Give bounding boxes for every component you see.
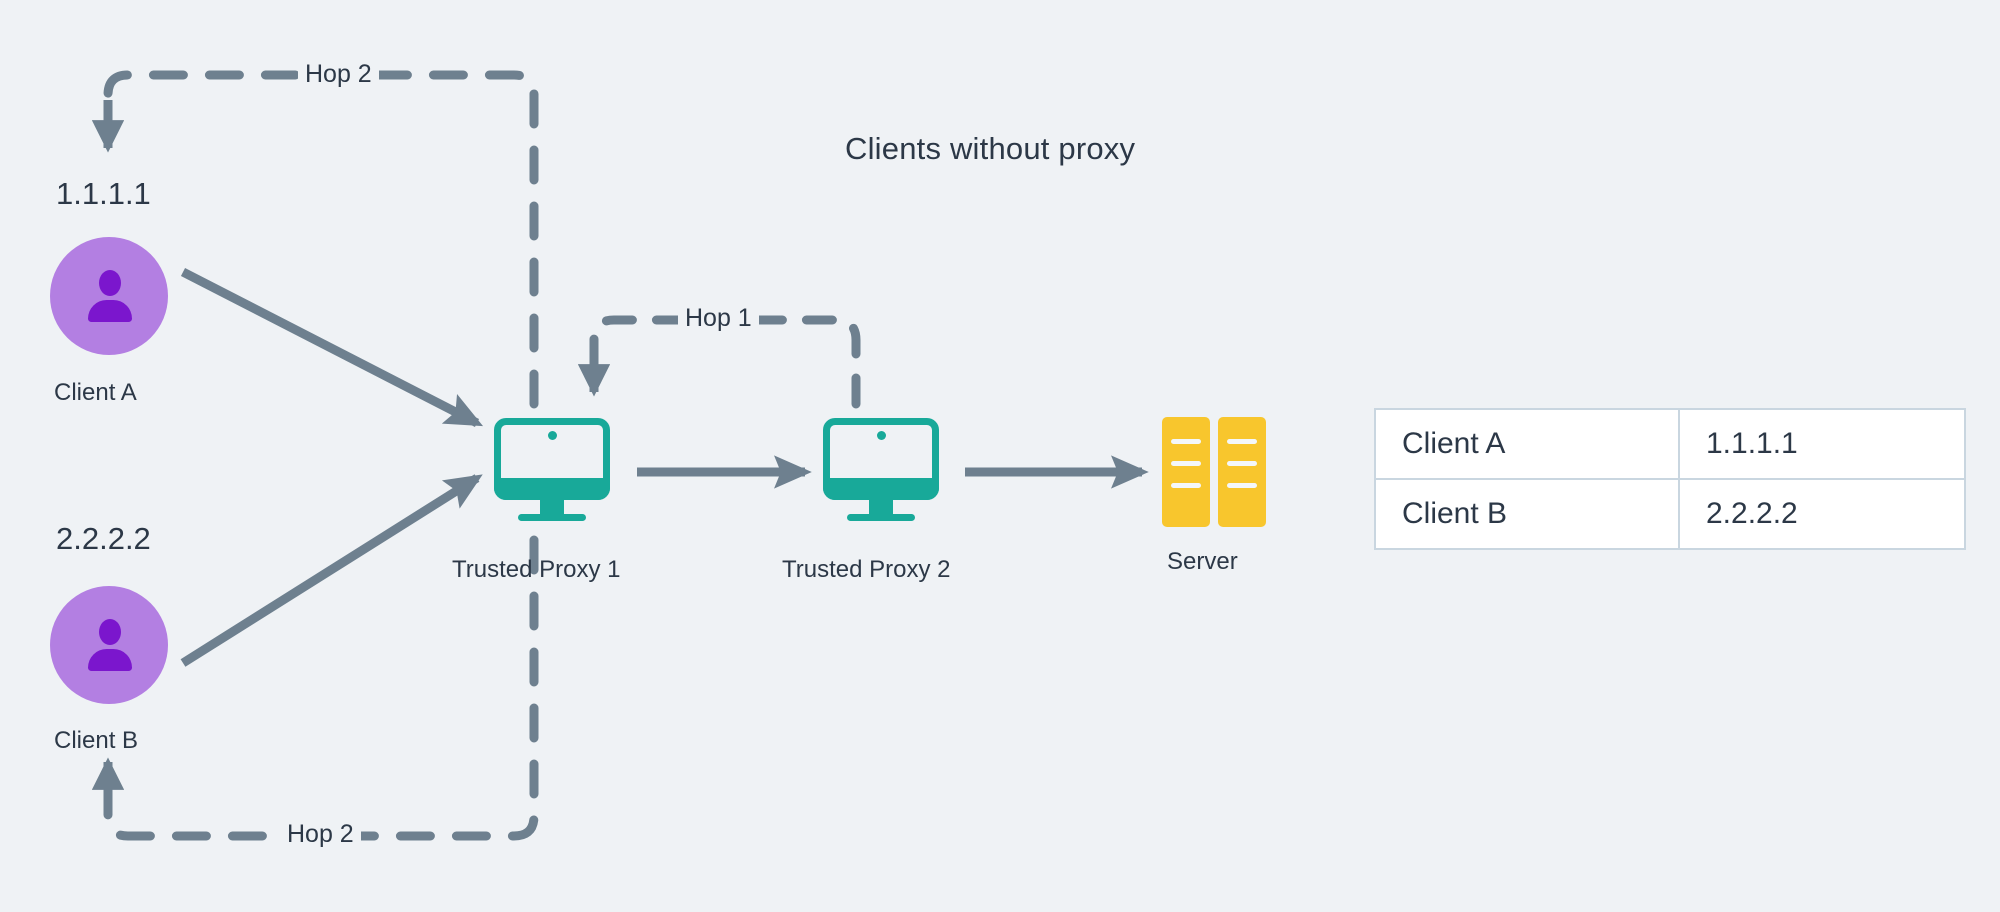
server-rack-right [1218, 417, 1266, 527]
monitor-screen-fill [494, 478, 610, 500]
person-icon-head [99, 270, 121, 296]
table-cell-client-name: Client A [1374, 408, 1680, 480]
hop-label-top: Hop 2 [298, 60, 379, 89]
server-slot [1227, 439, 1257, 444]
hop-label-middle: Hop 1 [678, 304, 759, 333]
table-row: Client A 1.1.1.1 [1374, 408, 1966, 480]
client-b-avatar[interactable] [50, 586, 168, 704]
monitor-icon-proxy-2[interactable] [823, 418, 939, 526]
monitor-screen-fill [823, 478, 939, 500]
client-b-label: Client B [54, 727, 139, 754]
person-icon-body [88, 649, 132, 671]
table-cell-client-name: Client B [1374, 478, 1680, 550]
edge-hop-2-top [91, 70, 539, 409]
monitor-stand-base [518, 514, 586, 521]
server-rack-left [1162, 417, 1210, 527]
table-cell-client-ip: 1.1.1.1 [1678, 408, 1966, 480]
client-a-label: Client A [54, 379, 137, 406]
server-slot [1227, 483, 1257, 488]
edge-client-b-to-proxy-1 [180, 474, 483, 667]
server-slot [1171, 439, 1201, 444]
table-cell-client-ip: 2.2.2.2 [1678, 478, 1966, 550]
client-a-ip-label: 1.1.1.1 [56, 176, 151, 211]
page-title: Clients without proxy [845, 131, 1136, 166]
client-a-avatar[interactable] [50, 237, 168, 355]
monitor-camera-dot [548, 431, 557, 440]
hop-label-bottom: Hop 2 [280, 820, 361, 849]
server-slot [1171, 461, 1201, 466]
edge-client-a-to-proxy-1 [180, 267, 484, 428]
person-icon-body [88, 300, 132, 322]
table-row: Client B 2.2.2.2 [1374, 478, 1966, 550]
server-label: Server [1167, 548, 1238, 575]
ip-mapping-table: Client A 1.1.1.1 Client B 2.2.2.2 [1374, 408, 1966, 550]
proxy-1-label: Trusted Proxy 1 [452, 556, 621, 583]
server-slot [1171, 483, 1201, 488]
proxy-2-label: Trusted Proxy 2 [782, 556, 951, 583]
monitor-icon-proxy-1[interactable] [494, 418, 610, 526]
monitor-stand-neck [869, 500, 893, 514]
monitor-camera-dot [877, 431, 886, 440]
person-icon-head [99, 619, 121, 645]
monitor-stand-base [847, 514, 915, 521]
server-rack-icon[interactable] [1162, 417, 1266, 527]
edge-hop-2-bottom [91, 535, 539, 841]
client-b-ip-label: 2.2.2.2 [56, 521, 151, 556]
ip-table-body: Client A 1.1.1.1 Client B 2.2.2.2 [1374, 408, 1966, 550]
server-slot [1227, 461, 1257, 466]
monitor-stand-neck [540, 500, 564, 514]
